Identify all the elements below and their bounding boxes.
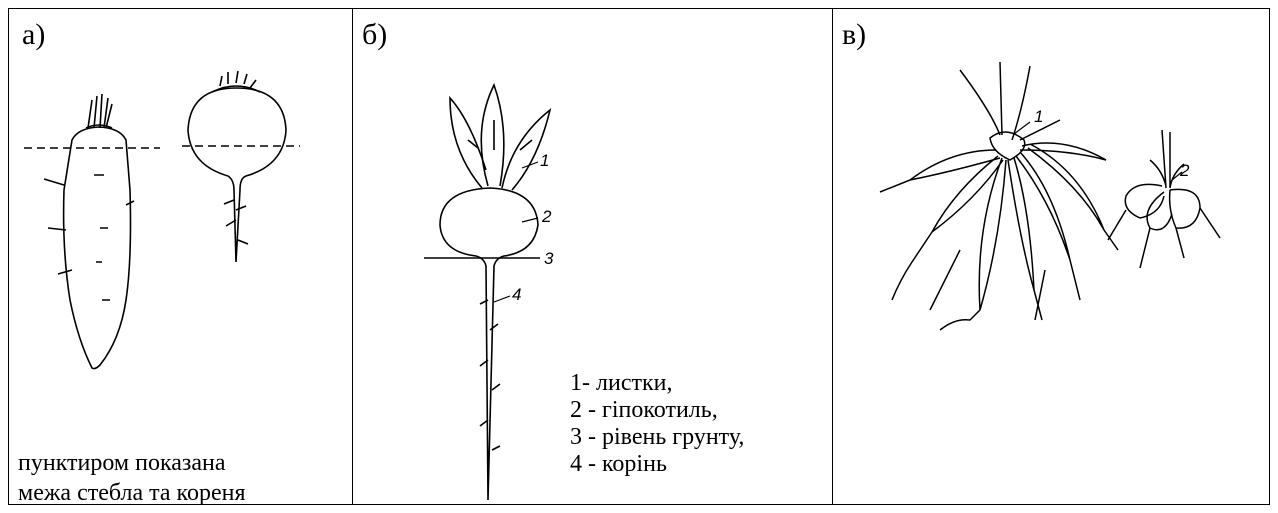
legend-item-3: 3 - рівень грунту, [570, 424, 745, 450]
tuber-marker-2: 2 [1179, 161, 1190, 180]
tuber-leader-lines [1013, 121, 1183, 181]
panel-c-label: в) [842, 18, 867, 51]
panel-b-legend: 1- листки, 2 - гіпокотиль, 3 - рівень гр… [570, 370, 744, 478]
radish-marker-3: 3 [544, 249, 554, 268]
caption-line-1: пунктиром показана [18, 450, 226, 476]
radish-marker-2: 2 [541, 207, 552, 226]
divider-a-b [352, 8, 353, 505]
radish-drawing [439, 82, 552, 501]
carrot-drawing [43, 93, 135, 370]
legend-item-4: 4 - корінь [570, 451, 667, 477]
panel-a-label: а) [22, 18, 46, 51]
small-tubers-drawing [1107, 129, 1221, 269]
figure-frame [8, 8, 1270, 505]
legend-item-1: 1- листки, [570, 370, 673, 396]
radish-marker-4: 4 [512, 285, 521, 304]
radish-marker-1: 1 [540, 151, 549, 170]
beet-drawing [187, 70, 287, 263]
divider-b-c [832, 8, 833, 505]
panel-a-caption: пунктиром показана межа стебла та кореня [18, 448, 246, 508]
panel-b-label: б) [362, 18, 388, 51]
radish-leader-lines [493, 161, 539, 303]
tuber-marker-1: 1 [1034, 107, 1043, 126]
tuberous-roots-drawing [879, 61, 1119, 331]
legend-item-2: 2 - гіпокотиль, [570, 397, 718, 423]
caption-line-2: межа стебла та кореня [18, 480, 246, 506]
